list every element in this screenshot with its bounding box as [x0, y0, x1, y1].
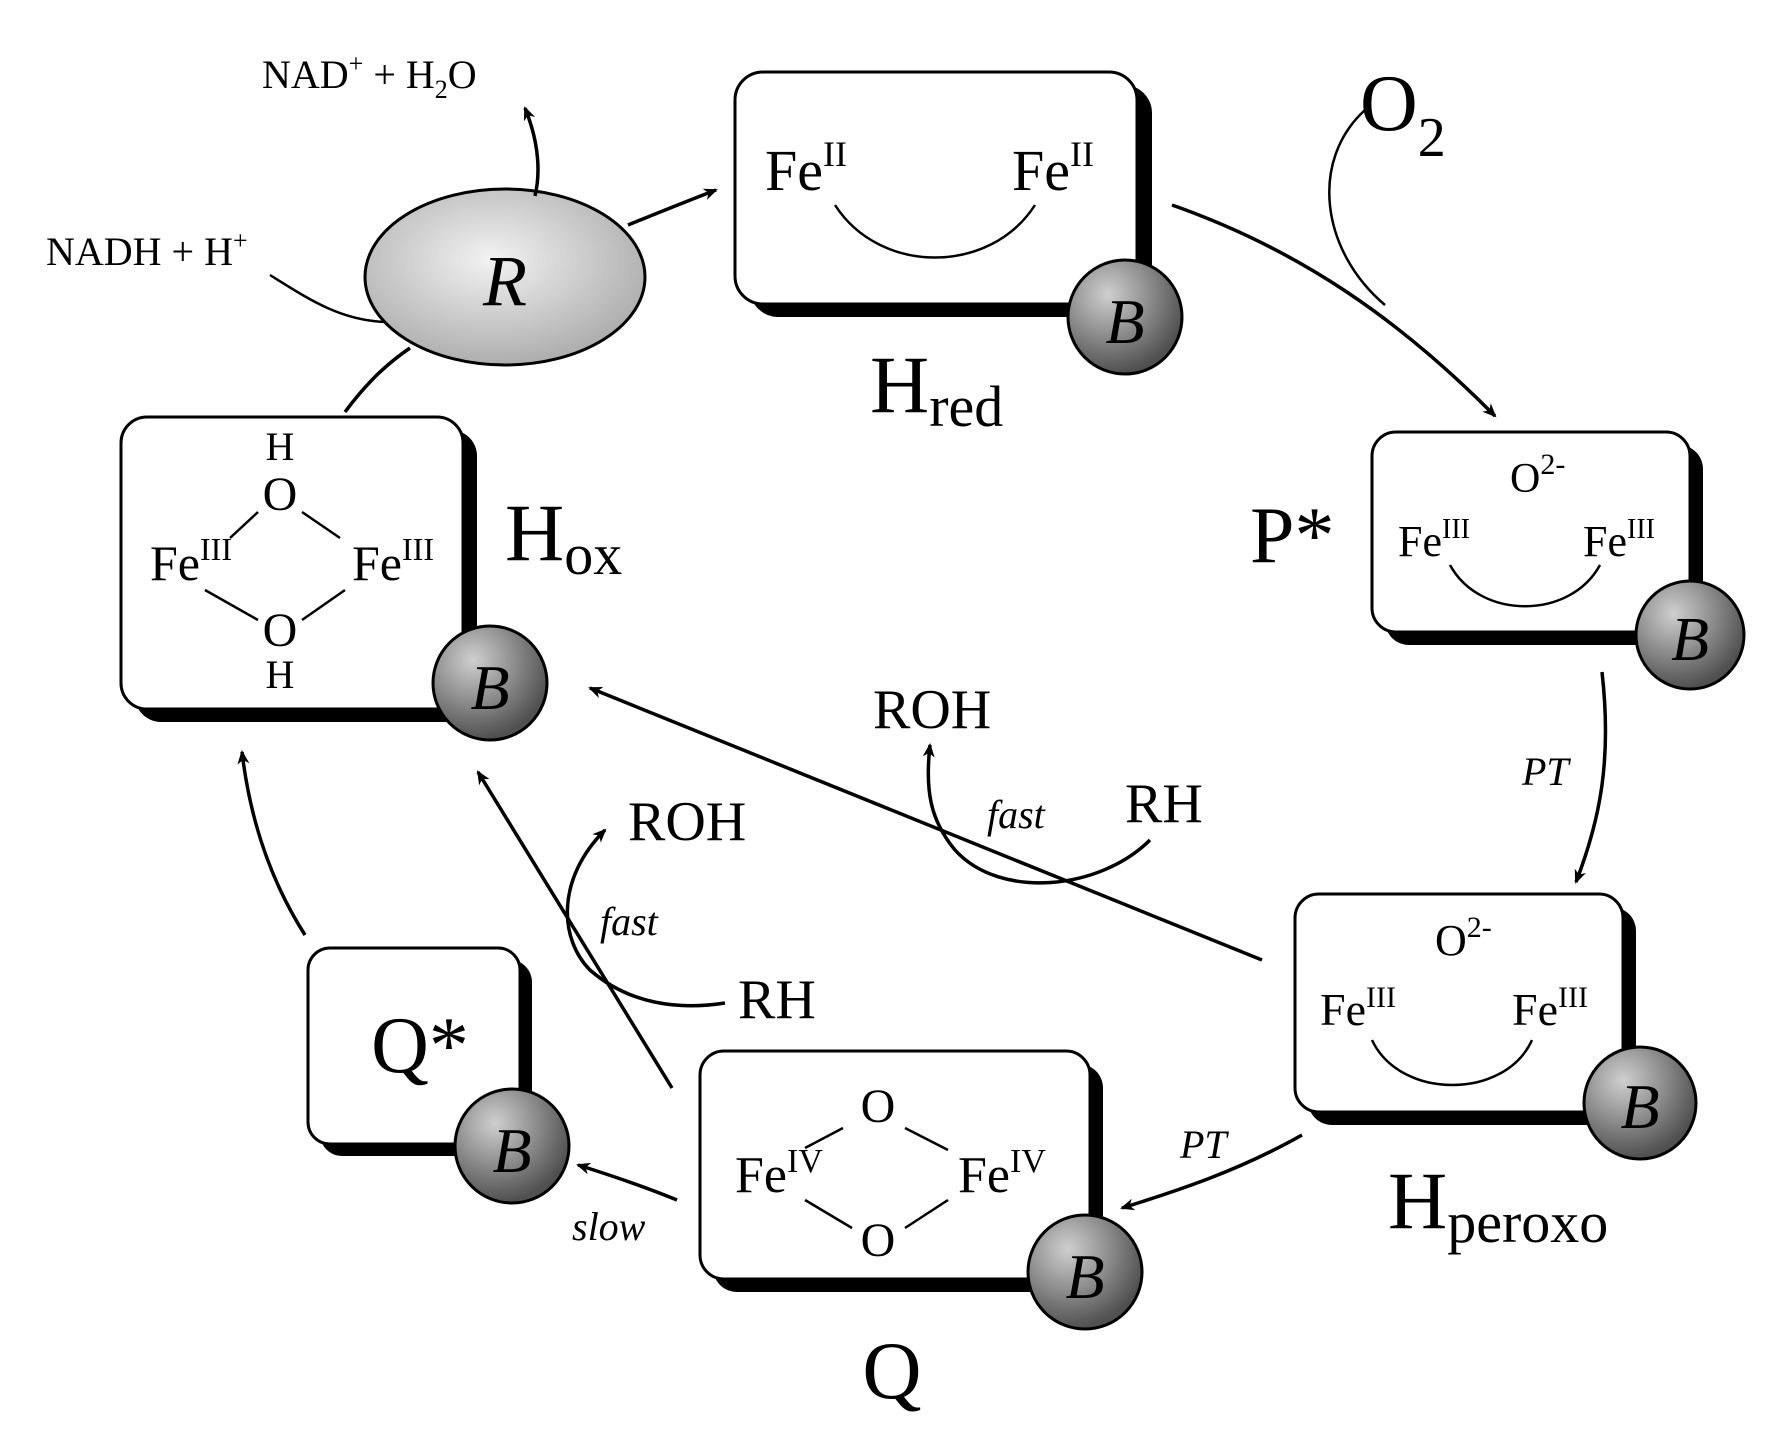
pstar-name: P*: [1250, 492, 1335, 580]
rh-label-lower: RH: [738, 969, 816, 1031]
slow-label: slow: [572, 1204, 646, 1249]
reductase: R: [363, 187, 647, 367]
q-o-top: O: [861, 1080, 896, 1133]
hox-name: Hox: [505, 487, 622, 587]
qstar-b-label: B: [492, 1115, 531, 1186]
q-bond-2: [904, 1126, 949, 1152]
hox-bond-4: [301, 588, 346, 622]
o2-label: O2: [1360, 60, 1446, 169]
pstar-b-label: B: [1671, 606, 1709, 674]
hox-fe-left: FeIII: [150, 531, 232, 591]
hox-b-badge: [431, 624, 549, 742]
nad-label: NAD+ + H2O: [262, 49, 477, 104]
hox-b-label: B: [470, 652, 509, 723]
hperoxo-name: Hperoxo: [1388, 1155, 1608, 1255]
reductase-ellipse: [363, 187, 647, 367]
hox-o-top: O: [263, 468, 298, 521]
hred-fe-left: FeII: [765, 134, 847, 203]
hperoxo-box: [1293, 892, 1625, 1114]
fast-label-upper: fast: [987, 792, 1046, 837]
hox-h-top: H: [266, 424, 295, 469]
hperoxo-o-label: O2-: [1435, 911, 1492, 965]
nadh-input-curve: [269, 273, 386, 324]
arrow-hperoxo-to-hox: [588, 686, 1263, 962]
pstar-o-label: O2-: [1510, 448, 1565, 502]
hperoxo-b-label: B: [1620, 1071, 1659, 1142]
hperoxo-b-badge: [1582, 1045, 1698, 1161]
arrow-qstar-to-hox: [237, 750, 307, 936]
pstar-fe-left: FeIII: [1398, 514, 1470, 566]
arrow-hperoxo-to-q: [1120, 1133, 1303, 1211]
state-hox: H O O H FeIII FeIII B Hox: [119, 415, 622, 742]
q-bond-3: [804, 1198, 853, 1230]
pstar-box: [1370, 430, 1692, 634]
o2-input-curve: [1328, 109, 1386, 306]
qstar-b-badge: [453, 1087, 571, 1205]
q-bond-4: [904, 1198, 949, 1230]
hred-fe-right: FeII: [1012, 134, 1094, 203]
pstar-b-badge: [1634, 579, 1746, 691]
qstar-name: Q*: [371, 1002, 469, 1090]
hperoxo-fe-right: FeIII: [1512, 981, 1588, 1035]
reductase-label: R: [482, 241, 527, 321]
hperoxo-bridge-arc: [1370, 1039, 1534, 1087]
state-q: O O FeIV FeIV B Q: [698, 1049, 1144, 1416]
q-name: Q: [862, 1325, 921, 1416]
hred-bridge-arc: [833, 204, 1037, 259]
fast-label-lower: fast: [600, 899, 659, 944]
arrow-q-to-hox: [476, 770, 674, 1089]
rh-label-upper: RH: [1125, 773, 1203, 835]
arrow-q-to-qstar: [576, 1162, 678, 1202]
state-qstar: Q* B: [306, 946, 571, 1205]
q-box: [698, 1049, 1092, 1281]
state-hperoxo: O2- FeIII FeIII B Hperoxo: [1293, 892, 1698, 1255]
hox-h-bottom: H: [266, 652, 295, 697]
q-fe-left: FeIV: [735, 1143, 823, 1204]
hred-box: [733, 70, 1139, 306]
q-o-bottom: O: [861, 1214, 896, 1267]
pt-label-2: PT: [1179, 1122, 1229, 1167]
nad-output-arrow: [523, 106, 540, 197]
hox-box: [119, 415, 465, 711]
state-hred: FeII FeII B Hred: [733, 70, 1184, 439]
q-b-label: B: [1065, 1241, 1104, 1312]
roh-label-upper: ROH: [873, 679, 991, 741]
hox-bond-3: [204, 588, 259, 622]
pstar-fe-right: FeIII: [1583, 514, 1655, 566]
arrow-r-to-hred: [627, 188, 718, 227]
q-bond-1: [804, 1126, 844, 1150]
roh-label-lower: ROH: [628, 791, 746, 853]
pt-label-1: PT: [1521, 749, 1571, 794]
arrow-hred-to-pstar: [1171, 203, 1497, 418]
q-b-badge: [1026, 1213, 1144, 1331]
hox-bond-2: [301, 510, 341, 540]
hperoxo-fe-left: FeIII: [1320, 981, 1396, 1035]
pstar-bridge-arc: [1448, 564, 1602, 608]
nadh-label: NADH + H+: [46, 226, 248, 274]
hred-b-label: B: [1105, 286, 1144, 357]
hred-b-badge: [1066, 258, 1184, 376]
hox-bond-1: [229, 511, 259, 539]
hred-name: Hred: [870, 339, 1003, 439]
line-hox-to-r: [343, 346, 411, 414]
arrow-rh-to-roh-upper: [922, 743, 1152, 885]
state-pstar: O2- FeIII FeIII B P*: [1250, 430, 1746, 691]
hox-o-bottom: O: [263, 604, 298, 657]
qstar-box: [306, 946, 522, 1146]
hox-fe-right: FeIII: [352, 531, 434, 591]
arrow-rh-to-roh-lower: [565, 828, 726, 1008]
q-fe-right: FeIV: [958, 1143, 1046, 1204]
arrow-pstar-to-hperoxo: [1574, 671, 1608, 884]
